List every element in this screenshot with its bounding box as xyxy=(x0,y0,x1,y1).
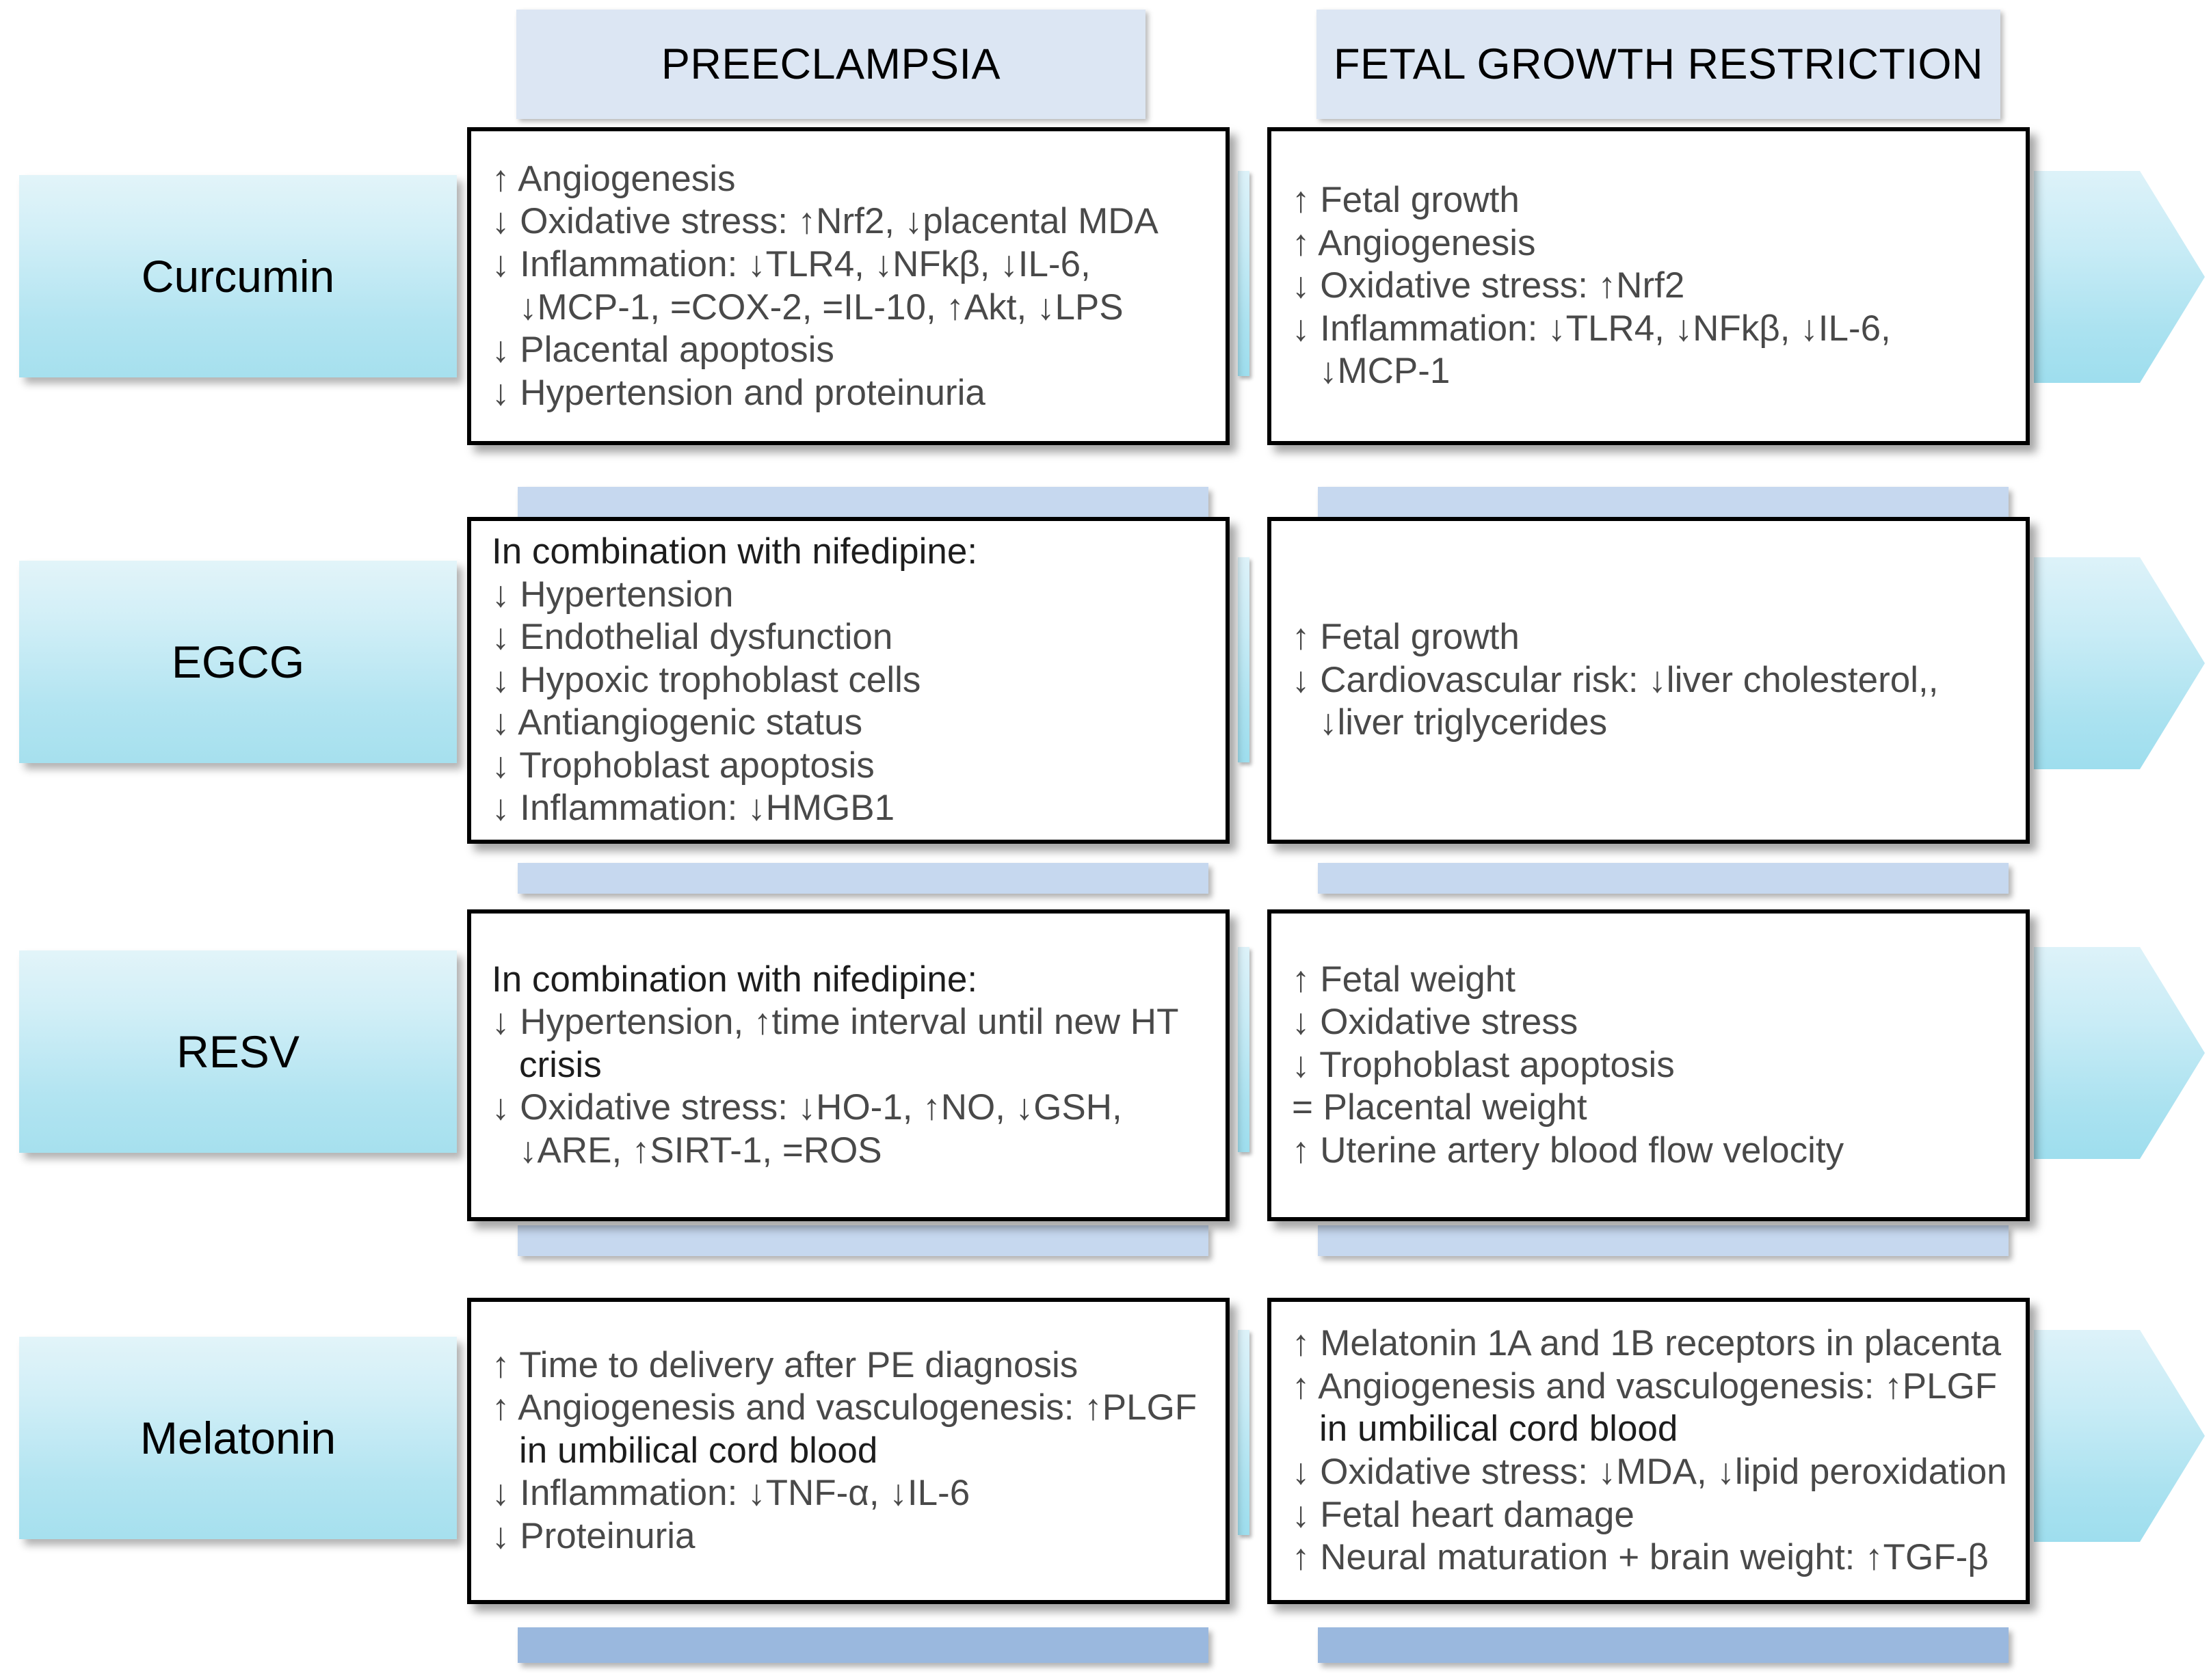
effect-line: ↓ Hypertension and proteinuria xyxy=(492,372,985,413)
column-header-fgr-label: FETAL GROWTH RESTRICTION xyxy=(1334,40,1983,88)
effect-line: ↓ Inflammation: ↓HMGB1 xyxy=(492,788,895,829)
drug-tile-label: Melatonin xyxy=(140,1413,336,1463)
effect-line: ↓ Hypertension, ↑time interval until new… xyxy=(492,1002,1179,1043)
flow-arrow-row-4 xyxy=(2034,1330,2205,1542)
column-header-preeclampsia: PREECLAMPSIA xyxy=(516,10,1146,119)
drug-tile-resv[interactable]: RESV xyxy=(19,950,457,1153)
effect-line: ↓ Fetal heart damage xyxy=(1292,1494,1634,1535)
effect-line: ↓ Oxidative stress: ↓MDA, ↓lipid peroxid… xyxy=(1292,1452,2007,1492)
effect-line: ↓ Hypoxic trophoblast cells xyxy=(492,659,921,700)
effect-line: In combination with nifedipine: xyxy=(492,531,978,572)
effect-line: ↓liver triglycerides xyxy=(1319,702,1608,743)
effect-line: ↑ Uterine artery blood flow velocity xyxy=(1292,1130,1844,1171)
connector-bar-pe-4 xyxy=(518,1627,1208,1663)
content-box-resv-preeclampsia[interactable]: In combination with nifedipine:↓ Hyperte… xyxy=(467,909,1230,1221)
effect-list: ↑ Fetal growth↑ Angiogenesis↓ Oxidative … xyxy=(1271,179,2026,393)
connector-bar-pe-1 xyxy=(518,487,1208,518)
effect-line: In combination with nifedipine: xyxy=(492,959,978,1000)
connector-bar-fgr-2 xyxy=(1318,863,2009,894)
effect-line: ↓ Antiangiogenic status xyxy=(492,702,863,743)
flow-arrow-sliver-row-3 xyxy=(1238,947,1249,1152)
effect-line: ↓ARE, ↑SIRT-1, =ROS xyxy=(519,1130,882,1171)
effect-line: ↓MCP-1 xyxy=(1319,351,1451,392)
content-box-melatonin-fgr[interactable]: ↑ Melatonin 1A and 1B receptors in place… xyxy=(1267,1298,2030,1604)
flow-arrow-sliver-row-4 xyxy=(1238,1330,1249,1535)
drug-tile-melatonin[interactable]: Melatonin xyxy=(19,1337,457,1539)
effect-line: ↓ Cardiovascular risk: ↓liver cholestero… xyxy=(1292,659,1939,700)
effect-line: ↑ Fetal growth xyxy=(1292,617,1520,658)
content-box-resv-fgr[interactable]: ↑ Fetal weight↓ Oxidative stress↓ Tropho… xyxy=(1267,909,2030,1221)
flow-arrow-row-3 xyxy=(2034,947,2205,1159)
connector-bar-fgr-1 xyxy=(1318,487,2009,518)
drug-tile-label: Curcumin xyxy=(141,251,335,302)
effect-line: ↓ Inflammation: ↓TNF-α, ↓IL-6 xyxy=(492,1473,970,1514)
effect-line: ↑ Fetal growth xyxy=(1292,180,1520,221)
effect-line: ↓ Oxidative stress: ↑Nrf2 xyxy=(1292,265,1685,306)
effect-line: crisis xyxy=(519,1044,602,1085)
effect-line: ↑ Angiogenesis and vasculogenesis: ↑PLGF xyxy=(492,1387,1197,1428)
effect-line: ↓ Oxidative stress: ↓HO-1, ↑NO, ↓GSH, xyxy=(492,1087,1122,1128)
drug-tile-label: EGCG xyxy=(171,637,305,687)
effect-line: ↑ Time to delivery after PE diagnosis xyxy=(492,1344,1078,1385)
effect-list: ↑ Time to delivery after PE diagnosis↑ A… xyxy=(471,1344,1226,1558)
flow-arrow-row-1 xyxy=(2034,171,2205,383)
content-box-egcg-preeclampsia[interactable]: In combination with nifedipine:↓ Hyperte… xyxy=(467,517,1230,844)
connector-bar-pe-2 xyxy=(518,863,1208,894)
effect-line: ↓ Trophoblast apoptosis xyxy=(1292,1044,1675,1085)
effect-line: ↑ Angiogenesis xyxy=(492,158,736,199)
effect-list: ↑ Angiogenesis↓ Oxidative stress: ↑Nrf2,… xyxy=(471,158,1226,414)
effect-line: ↓ Proteinuria xyxy=(492,1515,696,1556)
connector-bar-fgr-4 xyxy=(1318,1627,2009,1663)
effect-line: ↑ Fetal weight xyxy=(1292,959,1515,1000)
effect-line: = Placental weight xyxy=(1292,1087,1587,1128)
effect-list: ↑ Fetal growth↓ Cardiovascular risk: ↓li… xyxy=(1271,616,2026,745)
drug-tile-curcumin[interactable]: Curcumin xyxy=(19,175,457,377)
effect-line: ↓ Hypertension xyxy=(492,574,734,615)
flow-arrow-sliver-row-1 xyxy=(1238,171,1249,376)
content-box-melatonin-preeclampsia[interactable]: ↑ Time to delivery after PE diagnosis↑ A… xyxy=(467,1298,1230,1604)
effect-list: ↑ Melatonin 1A and 1B receptors in place… xyxy=(1271,1322,2026,1579)
flow-arrow-row-2 xyxy=(2034,557,2205,769)
drug-tile-egcg[interactable]: EGCG xyxy=(19,561,457,763)
content-box-curcumin-fgr[interactable]: ↑ Fetal growth↑ Angiogenesis↓ Oxidative … xyxy=(1267,127,2030,445)
connector-bar-pe-3 xyxy=(518,1225,1208,1256)
column-header-fetal-growth-restriction: FETAL GROWTH RESTRICTION xyxy=(1316,10,2000,119)
effect-line: ↓ Inflammation: ↓TLR4, ↓NFkβ, ↓IL-6, xyxy=(492,243,1091,284)
effect-line: ↓ Endothelial dysfunction xyxy=(492,617,893,658)
effect-list: ↑ Fetal weight↓ Oxidative stress↓ Tropho… xyxy=(1271,959,2026,1173)
flow-arrow-sliver-row-2 xyxy=(1238,557,1249,762)
content-box-egcg-fgr[interactable]: ↑ Fetal growth↓ Cardiovascular risk: ↓li… xyxy=(1267,517,2030,844)
drug-tile-label: RESV xyxy=(176,1026,300,1077)
effect-line: ↑ Melatonin 1A and 1B receptors in place… xyxy=(1292,1323,2002,1364)
effect-line: ↑ Angiogenesis and vasculogenesis: ↑PLGF xyxy=(1292,1365,1998,1406)
effect-line: ↓ Inflammation: ↓TLR4, ↓NFkβ, ↓IL-6, xyxy=(1292,308,1891,349)
effect-line: ↑ Angiogenesis xyxy=(1292,222,1536,263)
effect-list: In combination with nifedipine:↓ Hyperte… xyxy=(471,531,1226,830)
effect-line: ↓MCP-1, =COX-2, =IL-10, ↑Akt, ↓LPS xyxy=(519,286,1124,328)
content-box-curcumin-preeclampsia[interactable]: ↑ Angiogenesis↓ Oxidative stress: ↑Nrf2,… xyxy=(467,127,1230,445)
effect-line: in umbilical cord blood xyxy=(1319,1409,1678,1450)
effect-line: ↓ Oxidative stress: ↑Nrf2, ↓placental MD… xyxy=(492,201,1159,242)
effect-list: In combination with nifedipine:↓ Hyperte… xyxy=(471,959,1226,1173)
effect-line: ↓ Oxidative stress xyxy=(1292,1002,1578,1043)
effect-line: ↓ Trophoblast apoptosis xyxy=(492,745,875,786)
effect-line: in umbilical cord blood xyxy=(519,1430,878,1471)
effect-line: ↑ Neural maturation + brain weight: ↑TGF… xyxy=(1292,1537,1989,1578)
connector-bar-fgr-3 xyxy=(1318,1225,2009,1256)
effect-line: ↓ Placental apoptosis xyxy=(492,330,834,371)
column-header-preeclampsia-label: PREECLAMPSIA xyxy=(661,40,1001,88)
